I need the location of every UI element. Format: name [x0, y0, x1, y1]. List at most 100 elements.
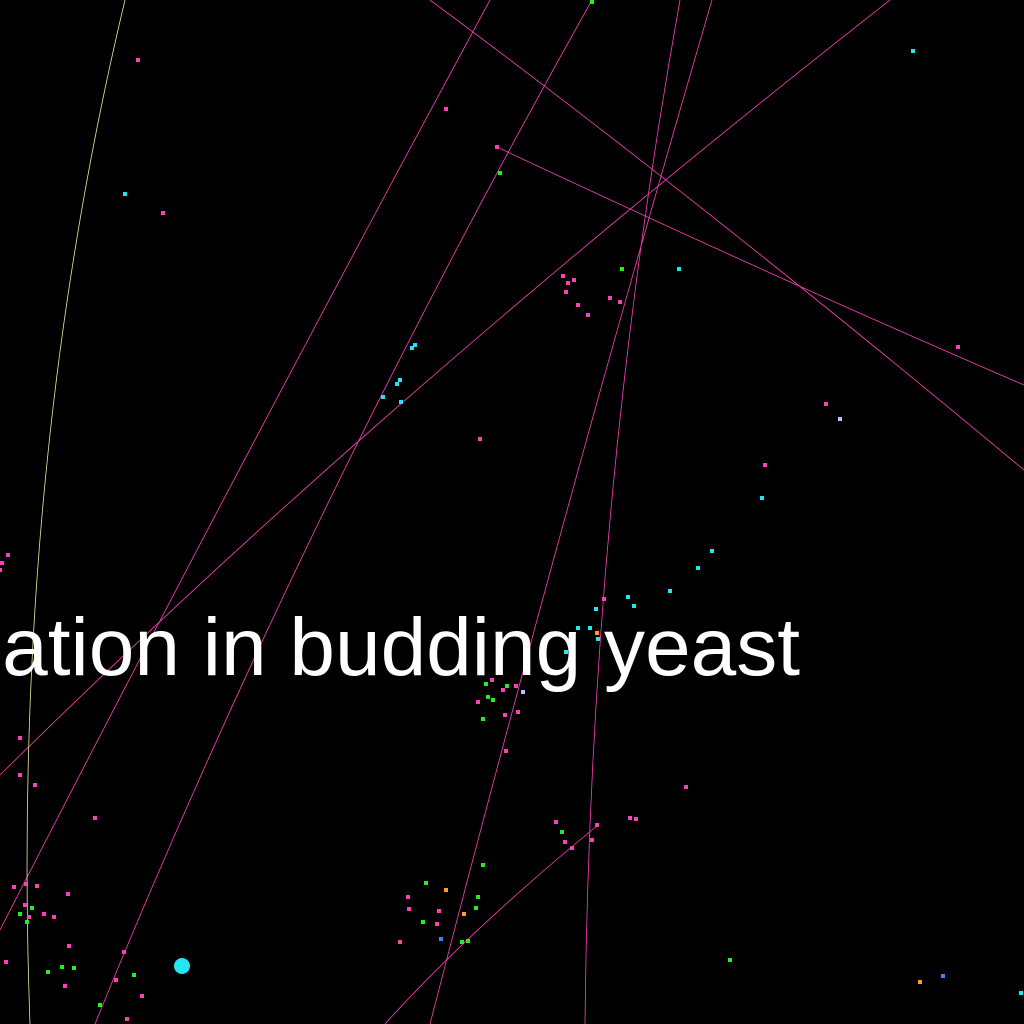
network-node [23, 903, 27, 907]
network-node [626, 595, 630, 599]
network-node [481, 717, 485, 721]
network-node [576, 303, 580, 307]
network-node [33, 783, 37, 787]
network-node [668, 589, 672, 593]
network-edge [384, 824, 599, 1024]
network-node [602, 597, 606, 601]
network-node [684, 785, 688, 789]
network-node [764, 654, 768, 658]
network-node [114, 978, 118, 982]
network-node [437, 909, 441, 913]
network-node [381, 395, 385, 399]
network-node [498, 171, 502, 175]
network-node [466, 939, 470, 943]
network-node [486, 695, 490, 699]
network-node [484, 682, 488, 686]
network-node [505, 684, 509, 688]
network-node [132, 973, 136, 977]
network-node [161, 211, 165, 215]
network-node [439, 937, 443, 941]
network-node [476, 700, 480, 704]
network-node [6, 553, 10, 557]
network-node [478, 437, 482, 441]
network-node [125, 1017, 129, 1021]
network-node [495, 145, 499, 149]
network-node [760, 496, 764, 500]
network-node [595, 823, 599, 827]
network-node [824, 402, 828, 406]
network-node [24, 882, 28, 886]
network-node [0, 561, 4, 565]
network-node [521, 690, 525, 694]
network-node [42, 912, 46, 916]
network-node [514, 684, 518, 688]
network-node [596, 637, 600, 641]
network-node [398, 378, 402, 382]
network-node [956, 345, 960, 349]
network-node [136, 58, 140, 62]
network-node [30, 906, 34, 910]
network-node [18, 736, 22, 740]
network-node [491, 698, 495, 702]
network-node [67, 944, 71, 948]
network-node [122, 950, 126, 954]
network-node [594, 607, 598, 611]
network-node [395, 382, 399, 386]
network-node [728, 958, 732, 962]
network-node [4, 960, 8, 964]
network-node [563, 840, 567, 844]
network-node [25, 920, 29, 924]
network-node [481, 863, 485, 867]
network-node [628, 816, 632, 820]
network-node [618, 300, 622, 304]
network-node [572, 278, 576, 282]
network-node [620, 267, 624, 271]
network-node [460, 940, 464, 944]
network-node [554, 820, 558, 824]
network-edge [0, 0, 491, 931]
network-node [632, 604, 636, 608]
network-edge [429, 0, 1024, 471]
network-node [504, 749, 508, 753]
network-node [576, 626, 580, 630]
network-node [501, 688, 505, 692]
network-node [72, 966, 76, 970]
network-node [18, 773, 22, 777]
network-node [66, 892, 70, 896]
network-node [634, 817, 638, 821]
network-node [763, 463, 767, 467]
network-node [407, 907, 411, 911]
network-node [406, 895, 410, 899]
network-node [590, 838, 594, 842]
network-node [566, 281, 570, 285]
network-edge [496, 146, 1024, 386]
network-node [564, 650, 568, 654]
network-node [18, 912, 22, 916]
network-node [476, 895, 480, 899]
network-node [595, 631, 599, 635]
network-node [710, 549, 714, 553]
network-node [12, 885, 16, 889]
network-node [911, 49, 915, 53]
network-edge [94, 0, 593, 1024]
network-node [421, 920, 425, 924]
network-node [588, 626, 592, 630]
network-edge [584, 0, 681, 1024]
network-node [1019, 991, 1023, 995]
network-node [35, 884, 39, 888]
network-node [462, 912, 466, 916]
network-edge [429, 0, 713, 1024]
network-node [413, 343, 417, 347]
network-node [474, 906, 478, 910]
network-node [941, 974, 945, 978]
network-node [561, 274, 565, 278]
network-node [399, 400, 403, 404]
network-node [503, 713, 507, 717]
network-node [398, 940, 402, 944]
network-node [93, 816, 97, 820]
network-node [444, 888, 448, 892]
network-edge [26, 0, 126, 1024]
network-node [490, 678, 494, 682]
network-node [570, 846, 574, 850]
